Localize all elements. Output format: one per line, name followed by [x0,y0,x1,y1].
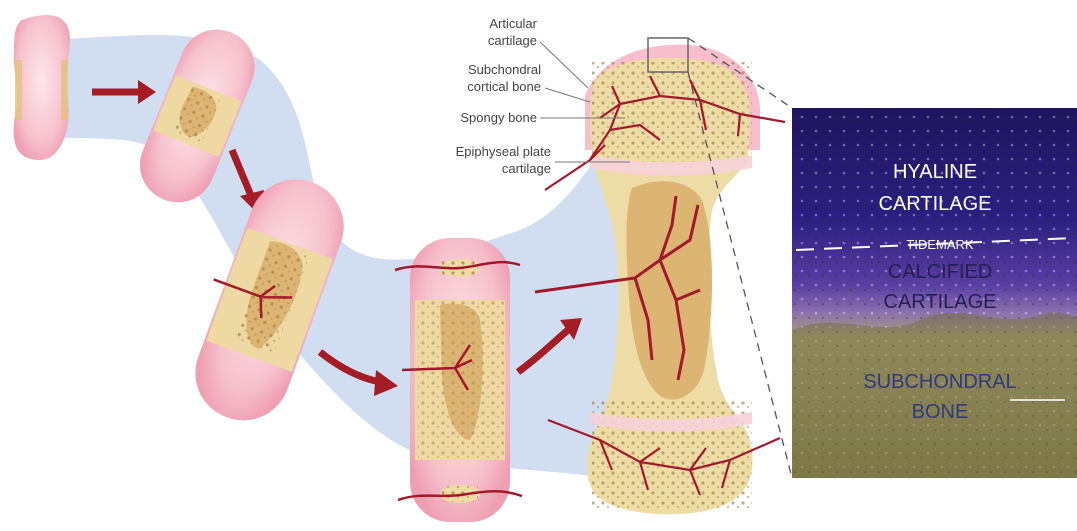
stage-1-cartilage-model [14,15,70,160]
histology-hyaline-line-1: HYALINE [893,161,977,183]
histology-panel: HYALINE CARTILAGE TIDEMARK CALCIFIED CAR… [792,108,1077,478]
bone-texture [792,312,1077,478]
label-spongy-bone: Spongy bone [460,110,537,125]
stage-4-secondary-ossification [395,238,522,522]
label-epiphyseal-plate-line-1: Epiphyseal plate [456,144,551,159]
label-articular-cartilage-line-1: Articular [489,16,537,31]
label-subchondral-cortical-bone-line-2: cortical bone [467,79,541,94]
histology-subchondral-line-1: SUBCHONDRAL [863,371,1016,393]
histology-calcified-line-2: CARTILAGE [884,291,997,313]
label-epiphyseal-plate-line-2: cartilage [502,161,551,176]
label-subchondral-cortical-bone-line-1: Subchondral [468,62,541,77]
histology-subchondral-line-2: BONE [912,401,969,423]
histology-hyaline-line-2: CARTILAGE [879,193,992,215]
histology-calcified-line-1: CALCIFIED [888,261,992,283]
label-articular-cartilage-line-2: cartilage [488,33,537,48]
histology-tidemark-label: TIDEMARK [906,237,974,252]
